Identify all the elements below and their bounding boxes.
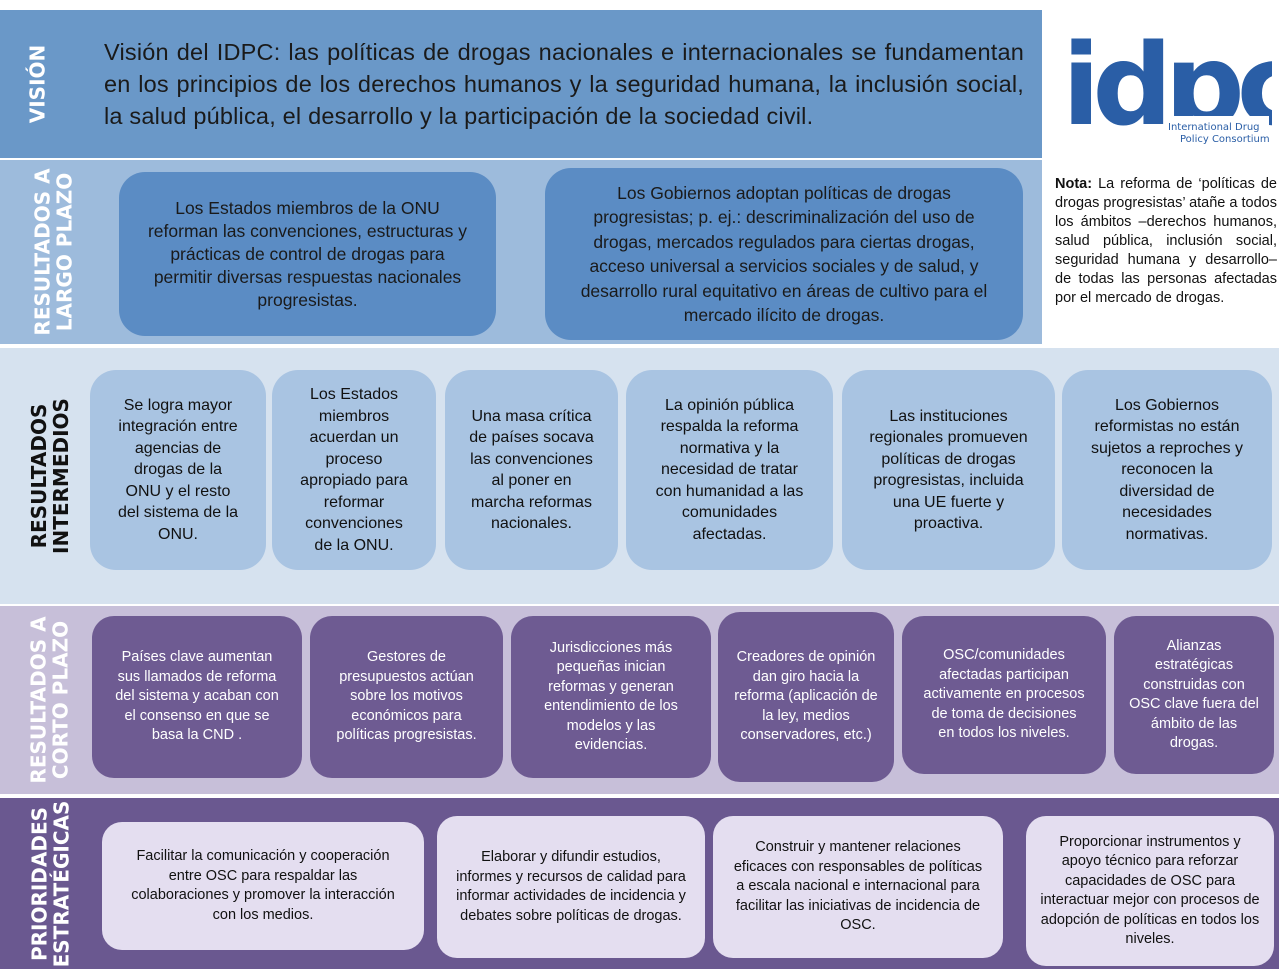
priorities-label-line1: PRIORIDADES [27,806,52,961]
short-term-label-line2: CORTO PLAZO [49,620,74,780]
vision-band [0,10,1042,158]
intermediate-box-2: Los Estados miembros acuerdan un proceso… [272,370,436,570]
long-term-box-1: Los Estados miembros de la ONU reforman … [119,172,496,336]
intermediate-box-1-text: Se logra mayor integración entre agencia… [117,396,239,543]
short-term-box-5-text: OSC/comunidades afectadas participan act… [923,647,1085,742]
intermediate-box-2-text: Los Estados miembros acuerdan un proceso… [300,386,408,554]
priorities-box-1-text: Facilitar la comunicación y cooperación … [131,848,395,923]
priorities-label-line2: ESTRATÉGICAS [49,800,74,967]
logo-line2: Policy Consortium [1180,134,1270,145]
short-term-label-line1: RESULTADOS A [27,616,52,784]
intermediate-box-3-text: Una masa crítica de países socava las co… [469,407,594,533]
long-term-label-line1: RESULTADOS A [31,168,56,336]
priorities-box-3-text: Construir y mantener relaciones eficaces… [733,839,983,934]
intermediate-label-line1: RESULTADOS [27,403,51,549]
intermediate-box-5: Las instituciones regionales promueven p… [842,370,1055,570]
long-term-box-2: Los Gobiernos adoptan políticas de droga… [545,168,1023,340]
priorities-box-4-text: Proporcionar instrumentos y apoyo técnic… [1040,833,1260,948]
vision-statement: Visión del IDPC: las políticas de drogas… [104,39,1024,129]
short-term-box-6: Alianzas estratégicas construidas con OS… [1114,616,1274,774]
priorities-box-2: Elaborar y difundir estudios, informes y… [437,816,705,958]
intermediate-box-6-text: Los Gobiernos reformistas no están sujet… [1090,396,1244,543]
intermediate-box-4-text: La opinión pública respalda la reforma n… [655,396,804,543]
long-term-box-2-text: Los Gobiernos adoptan políticas de droga… [580,182,988,326]
priorities-box-4: Proporcionar instrumentos y apoyo técnic… [1026,816,1274,966]
vision-label: VISIÓN [20,10,54,158]
idpc-logo: idpc International Drug Policy Consortiu… [1062,21,1279,152]
long-term-label-line2: LARGO PLAZO [53,172,78,332]
short-term-box-1: Países clave aumentan sus llamados de re… [92,616,302,778]
logo-line1: International Drug [1168,122,1260,133]
short-term-label: RESULTADOS A CORTO PLAZO [10,606,90,794]
intermediate-box-3: Una masa crítica de países socava las co… [445,370,618,570]
short-term-box-2-text: Gestores de presupuestos actúan sobre lo… [336,649,477,744]
idpc-logo-mark: idpc International Drug Policy Consortiu… [1062,21,1279,151]
note-text: La reforma de ‘políticas de drogas progr… [1055,176,1277,306]
long-term-label: RESULTADOS A LARGO PLAZO [14,160,94,344]
short-term-box-4-text: Creadores de opinión dan giro hacia la r… [734,649,878,744]
short-term-box-1-text: Países clave aumentan sus llamados de re… [115,649,279,744]
intermediate-box-6: Los Gobiernos reformistas no están sujet… [1062,370,1272,570]
intermediate-label-line2: INTERMEDIOS [49,398,73,554]
priorities-box-3: Construir y mantener relaciones eficaces… [713,816,1003,958]
short-term-box-2: Gestores de presupuestos actúan sobre lo… [310,616,503,778]
short-term-box-5: OSC/comunidades afectadas participan act… [902,616,1106,774]
intermediate-box-5-text: Las instituciones regionales promueven p… [869,407,1028,533]
intermediate-box-4: La opinión pública respalda la reforma n… [626,370,833,570]
priorities-box-2-text: Elaborar y difundir estudios, informes y… [456,849,686,924]
short-term-box-4: Creadores de opinión dan giro hacia la r… [718,612,894,782]
note: Nota: La reforma de ‘políticas de drogas… [1055,175,1277,308]
short-term-box-3: Jurisdicciones más pequeñas inician refo… [511,616,711,778]
priorities-box-1: Facilitar la comunicación y cooperación … [102,822,424,950]
vision-label-text: VISIÓN [25,44,50,124]
note-bold: Nota: [1055,176,1093,192]
long-term-box-1-text: Los Estados miembros de la ONU reforman … [147,197,468,310]
short-term-box-6-text: Alianzas estratégicas construidas con OS… [1129,637,1259,752]
intermediate-label: RESULTADOS INTERMEDIOS [10,348,90,604]
priorities-label: PRIORIDADES ESTRATÉGICAS [10,798,90,969]
intermediate-box-1: Se logra mayor integración entre agencia… [90,370,266,570]
short-term-box-3-text: Jurisdicciones más pequeñas inician refo… [544,639,678,754]
